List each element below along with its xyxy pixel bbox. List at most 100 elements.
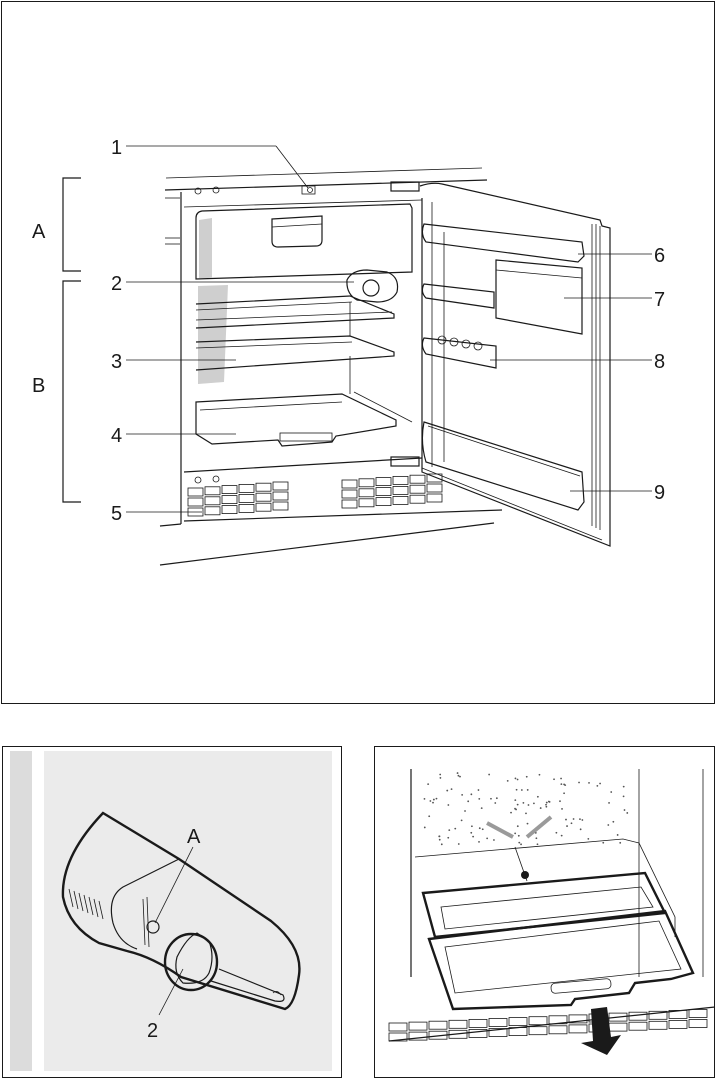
droplet — [424, 798, 426, 800]
droplet — [599, 783, 601, 785]
grille-slot — [629, 1022, 647, 1030]
grille-slot — [256, 493, 271, 501]
droplet — [553, 778, 555, 780]
lid-inner — [441, 887, 653, 929]
screw-hole — [213, 476, 219, 482]
droplet — [441, 843, 443, 845]
droplet — [596, 785, 598, 787]
droplet — [448, 829, 450, 831]
grille-slot — [273, 502, 288, 510]
droplet — [470, 832, 472, 834]
droplet — [470, 793, 472, 795]
droplet — [573, 818, 575, 820]
rear-shelf — [415, 839, 675, 937]
callout-6: 6 — [654, 245, 665, 267]
light-switch-detail — [308, 188, 313, 193]
zone-bracket-b — [63, 281, 81, 502]
droplet — [559, 800, 561, 802]
callout-7: 7 — [654, 289, 665, 311]
droplet — [447, 804, 449, 806]
egg-cup — [462, 340, 470, 348]
grille-slot — [393, 476, 408, 484]
droplet — [548, 801, 550, 803]
droplet — [514, 832, 516, 834]
ventilation-grille-right — [342, 474, 442, 508]
droplet — [515, 778, 517, 780]
droplet — [517, 779, 519, 781]
grille-slot — [222, 486, 237, 494]
figure-thermostat: A 2 — [2, 746, 342, 1078]
zone-label-a: A — [32, 221, 46, 243]
grille-slot — [389, 1023, 407, 1031]
droplet — [535, 837, 537, 839]
grille-slot — [256, 483, 271, 491]
base-bottom-edge — [184, 510, 502, 521]
droplet — [438, 836, 440, 838]
droplet — [451, 788, 453, 790]
callout-2: 2 — [111, 273, 122, 295]
vegetable-crisper — [196, 394, 396, 446]
bottle-shelf — [422, 422, 584, 510]
droplet — [428, 815, 430, 817]
grille-slot — [205, 487, 220, 495]
droplet — [439, 774, 441, 776]
grille-slot — [569, 1025, 587, 1033]
droplet — [581, 819, 583, 821]
droplet — [518, 835, 520, 837]
callout-9: 9 — [654, 482, 665, 504]
grille-slot — [427, 494, 442, 502]
droplet — [537, 796, 539, 798]
droplet — [579, 818, 581, 820]
airflow-arrow-right — [527, 817, 551, 837]
droplet — [517, 825, 519, 827]
droplet — [433, 799, 435, 801]
droplet — [436, 798, 438, 800]
grille-slot — [359, 479, 374, 487]
droplet — [522, 802, 524, 804]
droplet — [580, 828, 582, 830]
droplet — [626, 812, 628, 814]
grille-slot — [393, 486, 408, 494]
leader-line-a — [155, 847, 193, 923]
floor-line — [389, 1007, 715, 1041]
callout-4: 4 — [111, 425, 122, 447]
grille-slot — [410, 475, 425, 483]
droplet — [464, 810, 466, 812]
callout-a: A — [187, 826, 201, 848]
droplet — [439, 839, 441, 841]
housing-panel — [111, 859, 179, 949]
droplet — [539, 774, 541, 776]
screw-hole — [195, 477, 201, 483]
light-indicator — [147, 921, 159, 933]
droplet — [561, 808, 563, 810]
grille-slot — [410, 495, 425, 503]
grille-slot — [222, 506, 237, 514]
airflow-arrow-left — [487, 823, 513, 837]
droplet — [432, 802, 434, 804]
drain-plug — [521, 871, 529, 879]
callout-5: 5 — [111, 503, 122, 525]
grille-slot — [342, 480, 357, 488]
droplet — [488, 774, 490, 776]
thermostat-knob — [363, 280, 379, 296]
zone-label-b: B — [32, 375, 45, 397]
droplet — [526, 776, 528, 778]
droplet — [458, 843, 460, 845]
grille-slot — [188, 498, 203, 506]
droplet — [540, 807, 542, 809]
droplet — [478, 798, 480, 800]
droplet — [560, 778, 562, 780]
droplet — [481, 807, 483, 809]
droplet — [623, 786, 625, 788]
grille-slot — [609, 1023, 627, 1031]
droplet — [447, 837, 449, 839]
thermostat-housing — [63, 813, 300, 1009]
grille-slot — [409, 1022, 427, 1030]
droplet — [457, 772, 459, 774]
droplet — [564, 784, 566, 786]
grille-slot — [342, 490, 357, 498]
grille-slot — [529, 1027, 547, 1035]
grille-slot — [429, 1021, 447, 1029]
droplet — [563, 792, 565, 794]
droplet — [533, 802, 535, 804]
